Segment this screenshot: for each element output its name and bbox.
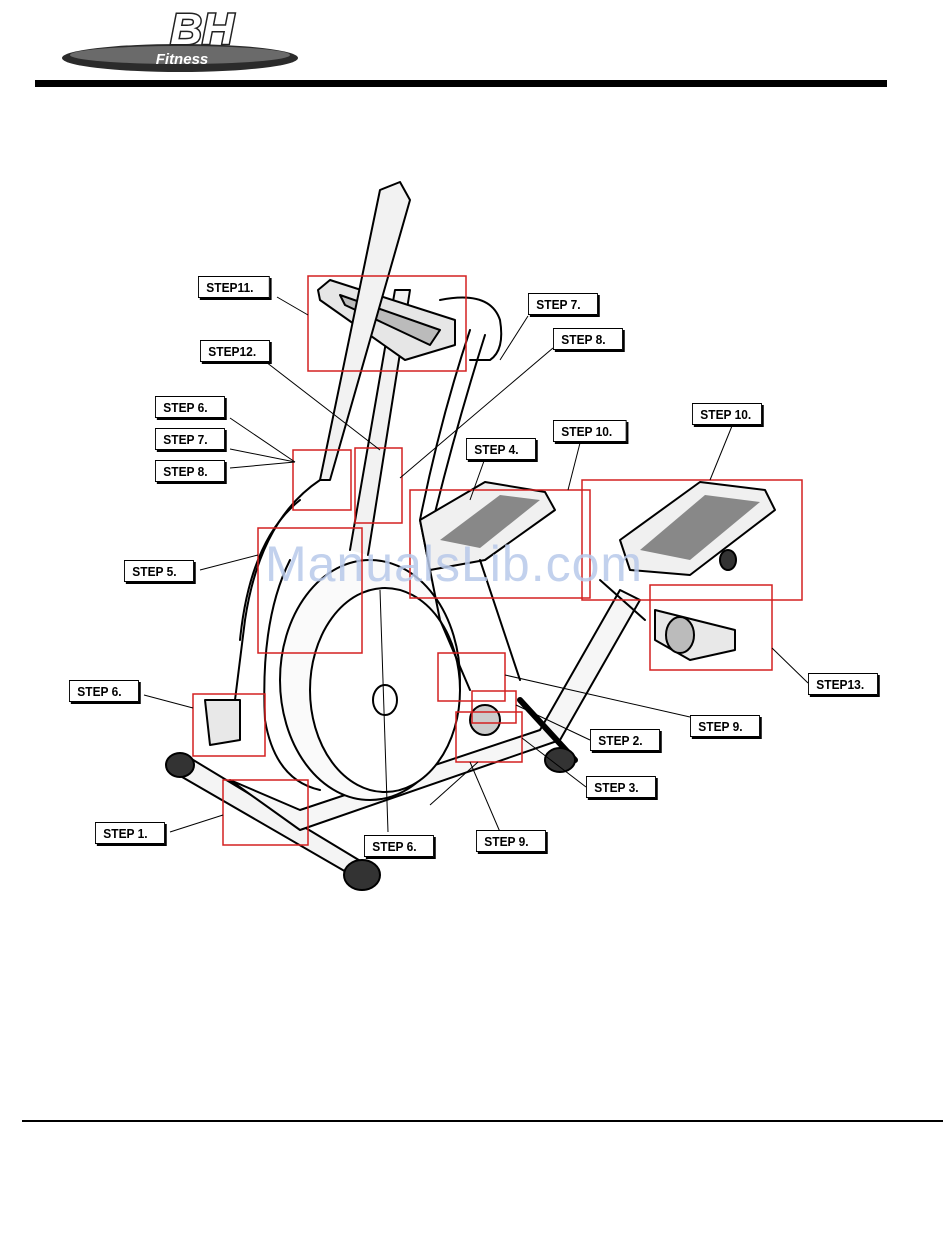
- front-foot-cap: [545, 748, 575, 772]
- label-step11: STEP11.: [198, 276, 270, 298]
- watermark: ManualsLib.com: [265, 535, 643, 593]
- label-step1: STEP 1.: [95, 822, 165, 844]
- footer-rule: [22, 1120, 943, 1122]
- label-step12: STEP12.: [200, 340, 270, 362]
- label-step7-top: STEP 7.: [528, 293, 598, 315]
- label-step9-right: STEP 9.: [690, 715, 760, 737]
- label-step7-left: STEP 7.: [155, 428, 225, 450]
- crank: [470, 705, 500, 735]
- label-step5: STEP 5.: [124, 560, 194, 582]
- label-step3: STEP 3.: [586, 776, 656, 798]
- label-step6-bottom: STEP 6.: [364, 835, 434, 857]
- label-step4: STEP 4.: [466, 438, 536, 460]
- label-step10-right: STEP 10.: [692, 403, 762, 425]
- label-step10-mid: STEP 10.: [553, 420, 627, 442]
- label-step6-left: STEP 6.: [155, 396, 225, 418]
- label-step9-bottom: STEP 9.: [476, 830, 546, 852]
- label-step8-top: STEP 8.: [553, 328, 623, 350]
- label-step6-lower: STEP 6.: [69, 680, 139, 702]
- label-step13: STEP13.: [808, 673, 878, 695]
- label-step8-left: STEP 8.: [155, 460, 225, 482]
- label-step2: STEP 2.: [590, 729, 660, 751]
